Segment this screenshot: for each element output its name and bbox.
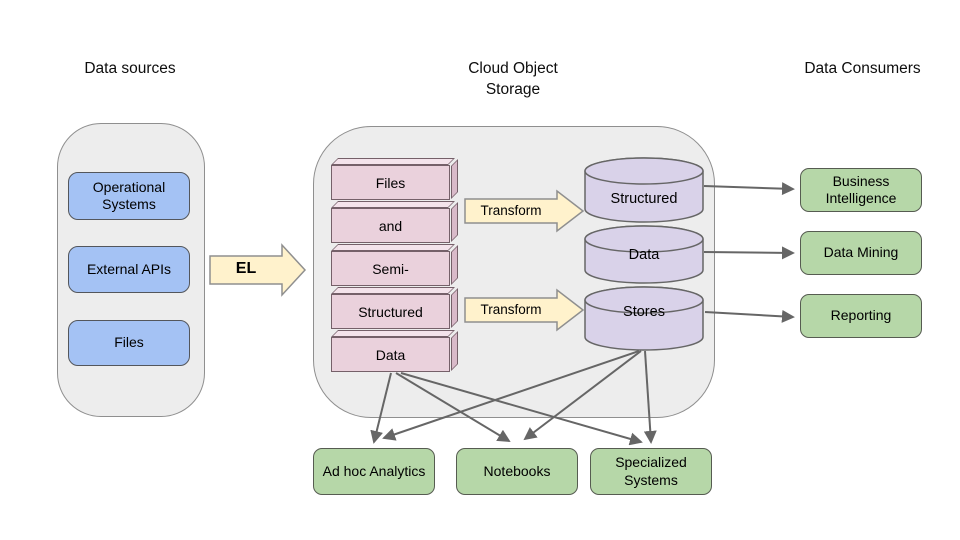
connector-structured-to-business-intelligence [703,182,795,196]
heading-data-sources: Data sources [84,60,176,77]
consumer-box-data-mining: Data Mining [800,231,922,275]
transform-block-arrow-top [464,189,585,233]
transform-block-arrow-bottom [464,288,585,332]
connector-stack-to-specialized-systems [400,372,643,446]
consumer-box-reporting: Reporting [800,294,922,338]
stack-box-semi: Semi- [331,251,450,286]
consumer-label: Notebooks [483,462,551,479]
connector-stores-to-specialized-systems [643,350,657,444]
cylinder-label-structured: Structured [610,191,678,207]
consumer-box-business-intelligence: Business Intelligence [800,168,922,212]
connector-stack-to-adhoc-analytics [370,372,392,444]
consumer-box-notebooks: Notebooks [456,448,578,495]
consumer-label: Ad hoc Analytics [322,462,426,479]
stack-label: Data [375,346,406,363]
connector-stack-to-notebooks [395,372,511,443]
stack-label: Files [375,174,406,191]
source-label: External APIs [86,260,172,277]
el-arrow-label: EL [235,260,257,277]
consumer-box-adhoc-analytics: Ad hoc Analytics [313,448,435,495]
stack-box-structured: Structured [331,294,450,329]
stack-label: Semi- [372,260,409,277]
source-box-external-apis: External APIs [68,246,190,293]
heading-cloud-object-storage: Cloud Object Storage [468,60,558,98]
consumer-label: Reporting [830,307,892,324]
cylinder-label-stores: Stores [623,304,665,320]
consumer-box-specialized-systems: Specialized Systems [590,448,712,495]
source-label: Files [114,334,144,351]
stack-label: Structured [358,303,423,320]
source-label: Operational Systems [92,178,166,213]
connector-stores-to-adhoc-analytics [382,350,640,441]
structured-cylinder [584,157,704,223]
transform-label-top: Transform [480,203,542,218]
stack-box-data: Data [331,337,450,372]
el-block-arrow [209,243,307,297]
consumer-label: Business Intelligence [825,172,897,207]
consumer-label: Data Mining [823,244,899,261]
connector-stores-to-notebooks [523,350,642,441]
transform-label-bottom: Transform [480,302,542,317]
cylinder-label-data: Data [628,247,660,263]
connector-data-to-data-mining [703,246,795,260]
stack-box-files: Files [331,165,450,200]
stack-label: and [378,217,403,234]
stack-box-and: and [331,208,450,243]
connector-stores-to-reporting [704,309,795,323]
source-box-files: Files [68,320,190,366]
heading-data-consumers: Data Consumers [804,60,921,77]
consumer-label: Specialized Systems [615,454,687,488]
source-box-operational-systems: Operational Systems [68,172,190,220]
data-cylinder [584,225,704,284]
stores-cylinder [584,286,704,351]
